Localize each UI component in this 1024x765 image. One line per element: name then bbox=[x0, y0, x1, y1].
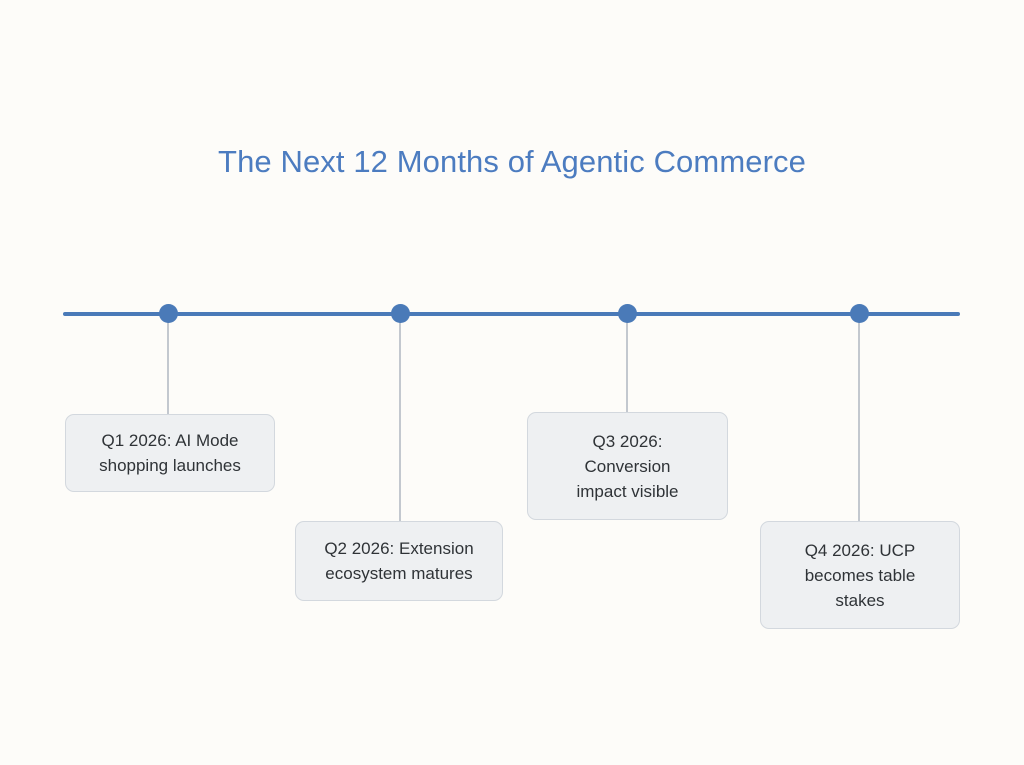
milestone-connector-stem bbox=[626, 314, 628, 412]
milestone-label-box[interactable]: Q3 2026: Conversion impact visible bbox=[527, 412, 728, 520]
milestone-dot[interactable] bbox=[390, 304, 410, 323]
milestone-connector-stem bbox=[858, 314, 860, 521]
milestone-label-text: Q4 2026: UCP becomes table stakes bbox=[804, 540, 916, 610]
milestone-label-box[interactable]: Q4 2026: UCP becomes table stakes bbox=[760, 521, 960, 629]
milestone-label-text: Q2 2026: Extension ecosystem matures bbox=[324, 539, 474, 583]
milestone-dot[interactable] bbox=[617, 304, 637, 323]
milestone-label-box[interactable]: Q1 2026: AI Mode shopping launches bbox=[65, 414, 275, 492]
milestone-dot[interactable] bbox=[158, 304, 178, 323]
milestone-connector-stem bbox=[399, 314, 401, 521]
page-title: The Next 12 Months of Agentic Commerce bbox=[218, 144, 806, 179]
milestone-label-text: Q1 2026: AI Mode shopping launches bbox=[99, 431, 241, 475]
milestone-connector-stem bbox=[167, 314, 169, 414]
milestone-label-text: Q3 2026: Conversion impact visible bbox=[576, 431, 679, 501]
milestone-label-box[interactable]: Q2 2026: Extension ecosystem matures bbox=[295, 521, 503, 601]
timeline-axis bbox=[63, 312, 960, 316]
milestone-dot[interactable] bbox=[849, 304, 869, 323]
